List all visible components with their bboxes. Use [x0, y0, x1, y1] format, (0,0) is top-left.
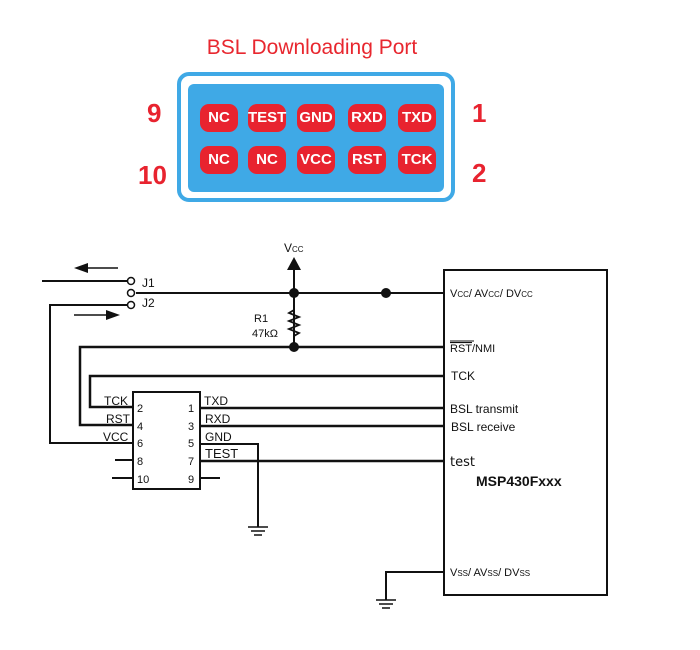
- j2-wire: [49, 304, 133, 444]
- mcu-box: [443, 269, 608, 596]
- junction-dot: [289, 288, 299, 298]
- conn-pin-7: 7: [188, 456, 194, 468]
- conn-label-rst: RST: [106, 412, 131, 426]
- junction-dot: [289, 342, 299, 352]
- conn-label-tck: TCK: [104, 394, 128, 408]
- conn-pin-3: 3: [188, 421, 194, 433]
- port-body: [188, 84, 444, 192]
- vcc-arrow-icon: [287, 257, 301, 270]
- pin-nc: NC: [248, 146, 286, 174]
- arrow-right-icon: [106, 310, 120, 320]
- conn-label-gnd: GND: [205, 430, 232, 444]
- mcu-pin-test: test: [450, 455, 475, 470]
- conn-pin-1: 1: [188, 403, 194, 415]
- j1-label: J1: [142, 276, 155, 290]
- port-title: BSL Downloading Port: [206, 36, 418, 59]
- conn-pin-8: 8: [137, 456, 143, 468]
- resistor-r1: [286, 305, 302, 346]
- r1-value: 47kΩ: [252, 328, 278, 340]
- pin-gnd: GND: [297, 104, 335, 132]
- pin-test: TEST: [248, 104, 286, 132]
- pin-rxd: RXD: [348, 104, 386, 132]
- j2-label: J2: [142, 296, 155, 310]
- mcu-name: MSP430Fxxx: [476, 473, 562, 489]
- pin-txd: TXD: [398, 104, 436, 132]
- conn-label-vcc: VCC: [103, 430, 129, 444]
- conn-label-rxd: RXD: [205, 412, 231, 426]
- vss-net: [385, 571, 444, 600]
- mcu-pin-vss: VSS/ AVSS/ DVSS: [450, 567, 530, 579]
- mcu-pin-rst: RST/NMI: [450, 343, 495, 355]
- vcc-label: VCC: [284, 241, 304, 255]
- ground-icon: [376, 599, 396, 609]
- conn-pin-10: 10: [137, 474, 149, 486]
- pin-tck: TCK: [398, 146, 436, 174]
- mcu-pin-bsl-receive: BSL receive: [451, 420, 516, 434]
- jumper-contact: [126, 288, 136, 298]
- pin-nc: NC: [200, 146, 238, 174]
- conn-pin-2: 2: [137, 403, 143, 415]
- jumper-contact: [126, 276, 136, 286]
- conn-pin-9: 9: [188, 474, 194, 486]
- ground-icon: [248, 526, 268, 536]
- pin-vcc: VCC: [297, 146, 335, 174]
- mcu-pin-tck: TCK: [451, 369, 475, 383]
- mcu-pin-bsl-transmit: BSL transmit: [450, 402, 519, 416]
- conn-label-txd: TXD: [204, 394, 228, 408]
- pin-number-10: 10: [138, 160, 167, 190]
- pin-nc: NC: [200, 104, 238, 132]
- conn-pin-4: 4: [137, 421, 143, 433]
- r1-name: R1: [254, 313, 268, 325]
- pin-rst: RST: [348, 146, 386, 174]
- tck-net: [88, 374, 444, 409]
- jumper-contact: [126, 300, 136, 310]
- junction-dot: [381, 288, 391, 298]
- pin-number-2: 2: [472, 158, 487, 188]
- pin-number-9: 9: [147, 98, 162, 128]
- conn-pin-6: 6: [137, 438, 143, 450]
- rst-net: [78, 345, 444, 427]
- conn-pin-5: 5: [188, 438, 194, 450]
- pin-number-1: 1: [472, 98, 487, 128]
- mcu-pin-vcc: VCC/ AVCC/ DVCC: [450, 288, 533, 300]
- arrow-left-icon: [74, 263, 88, 273]
- conn-label-test: TEST: [205, 446, 238, 461]
- connector-box: [132, 391, 201, 490]
- gnd-net: [200, 443, 259, 527]
